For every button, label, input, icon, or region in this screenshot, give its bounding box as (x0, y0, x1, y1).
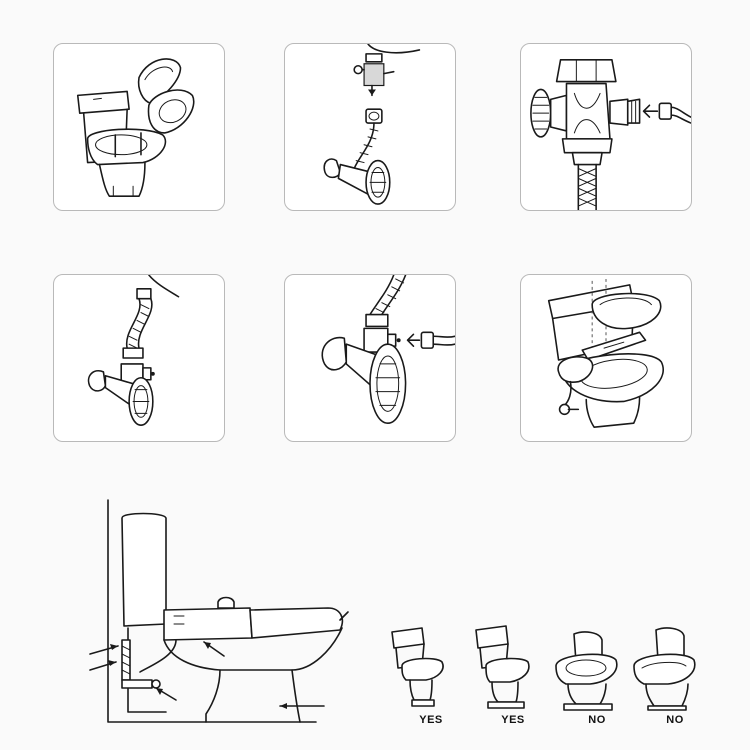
compat-toilet-1 (391, 627, 444, 707)
toilet-seat-raised-icon (76, 58, 195, 197)
compat-label-3: NO (588, 714, 606, 726)
step-5-panel (284, 274, 456, 442)
bidet-hose-connect-icon (321, 275, 455, 425)
step-3-panel (520, 43, 692, 211)
t-adapter-attach-icon (530, 59, 691, 210)
bidet-seat-mount-icon (547, 278, 664, 428)
compat-label-4: NO (666, 714, 684, 726)
step-6-panel (520, 274, 692, 442)
compat-label-2: YES (501, 714, 525, 726)
installed-bidet-side-view-icon (89, 499, 696, 723)
hose-to-adapter-icon (87, 275, 180, 426)
step-4-panel (53, 274, 225, 442)
compat-label-1: YES (419, 714, 443, 726)
compat-toilet-3 (555, 631, 618, 711)
compat-toilet-2 (475, 625, 530, 709)
compat-toilet-4 (633, 627, 696, 711)
step-2-panel (284, 43, 456, 211)
step-1-panel (53, 43, 225, 211)
installed-diagram (80, 490, 710, 735)
valve-disconnect-icon (323, 44, 421, 205)
